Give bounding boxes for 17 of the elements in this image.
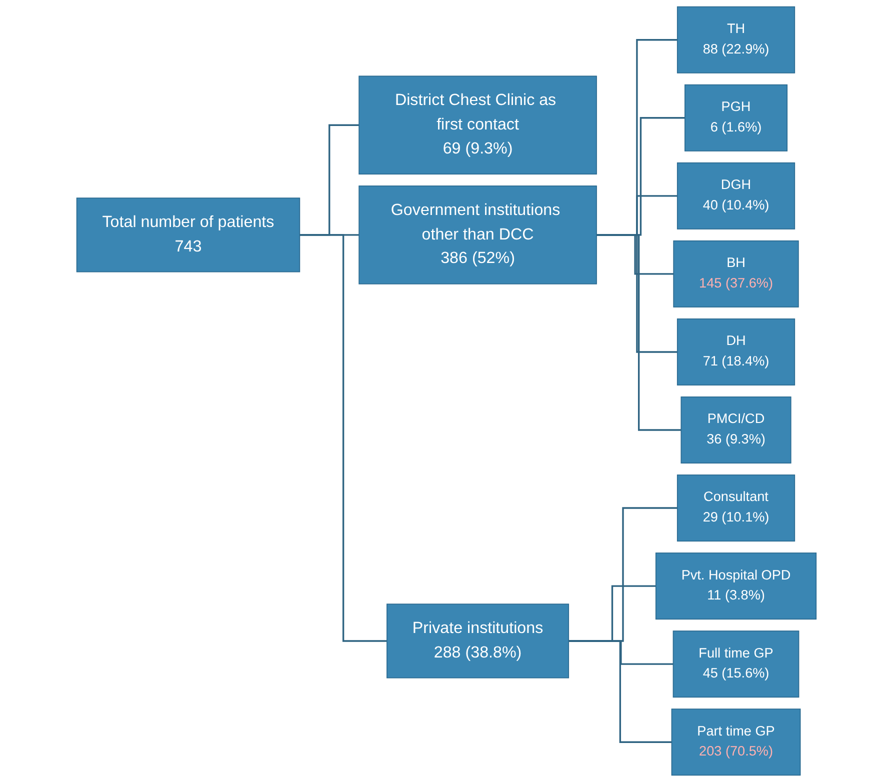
node-box: Total number of patients 743	[76, 198, 300, 272]
node-box: DH 71 (18.4%)	[676, 318, 796, 386]
node-box: Government institutions other than DCC 386 (52%)	[358, 186, 597, 284]
node-box: Full time GP 45 (15.6%)	[672, 630, 800, 698]
connector	[596, 234, 682, 431]
node-box: PMCI/CD 36 (9.3%)	[680, 396, 792, 464]
node-box: PGH 6 (1.6%)	[684, 84, 788, 152]
connector	[568, 640, 672, 743]
node-box: TH 88 (22.9%)	[676, 6, 796, 74]
node-box: District Chest Clinic as first contact 69 (9.3%)	[358, 76, 597, 175]
node-box: Consultant 29 (10.1%)	[676, 474, 796, 542]
node-box: DGH 40 (10.4%)	[676, 162, 796, 230]
node-box: Pvt. Hospital OPD 11 (3.8%)	[656, 552, 817, 620]
node-box: Part time GP 203 (70.5%)	[671, 708, 801, 776]
node-box: BH 145 (37.6%)	[673, 240, 799, 308]
connector	[300, 234, 387, 642]
node-box: Private institutions 288 (38.8%)	[386, 604, 570, 678]
